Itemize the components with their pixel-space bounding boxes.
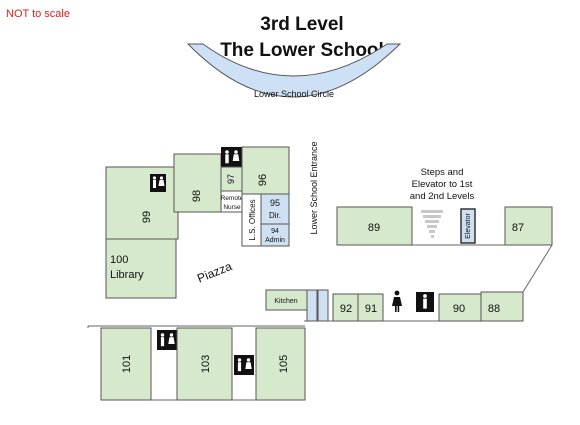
lower-school-circle (186, 43, 402, 98)
room-95 (260, 193, 290, 225)
room-96 (241, 146, 290, 195)
room-94-sublabel: Admin (265, 237, 285, 244)
female-restroom-icon (392, 290, 402, 312)
room-91-label: 91 (365, 303, 377, 315)
steps-label-line1: Steps and (421, 167, 464, 178)
room-98 (173, 153, 222, 213)
room-89 (336, 206, 413, 246)
room-101 (100, 327, 152, 401)
room-98-label: 98 (191, 190, 203, 202)
room-95-sublabel: Dir. (269, 211, 281, 220)
room-88-label: 88 (488, 303, 500, 315)
room-105 (255, 327, 306, 401)
room-87 (504, 206, 553, 246)
page-title: 3rd Level (260, 14, 343, 35)
kitchen-label: Kitchen (274, 298, 297, 305)
room-100 (105, 238, 177, 299)
room-103 (176, 327, 233, 401)
not-to-scale-notice: NOT to scale (6, 8, 70, 20)
lower-school-entrance-label: Lower School Entrance (309, 141, 319, 234)
remote-nurse-label-line2: Nurse (223, 204, 241, 211)
room-100-sublabel: Library (110, 269, 144, 281)
ls-offices-label: L.S. Offices (248, 199, 257, 240)
room-99-label: 99 (141, 211, 153, 223)
room-105-label: 105 (278, 355, 290, 373)
room-92 (332, 293, 359, 322)
steps-label-line2: Elevator to 1st (412, 179, 473, 190)
stairs-icon (421, 210, 443, 238)
room-103-label: 103 (200, 355, 212, 373)
steps-label-line3: and 2nd Levels (410, 191, 475, 202)
page-subtitle: The Lower School (220, 40, 384, 61)
room-95-label: 95 (270, 198, 280, 208)
room-89-label: 89 (368, 222, 380, 234)
passage-door (306, 289, 318, 322)
passage-door (317, 289, 329, 322)
room-96-label: 96 (257, 174, 269, 186)
elevator-label: Elevator (465, 212, 472, 238)
piazza-label: Piazza (195, 259, 234, 286)
room-100-label: 100 (110, 254, 128, 266)
elevator (460, 208, 476, 244)
room-97-label: 97 (226, 174, 236, 184)
room-92-label: 92 (340, 303, 352, 315)
room-90 (438, 293, 482, 322)
room-90-label: 90 (453, 303, 465, 315)
room-94-label: 94 (271, 228, 279, 235)
room-87-label: 87 (512, 222, 524, 234)
room-88 (480, 291, 524, 322)
room-99 (105, 166, 179, 240)
room-91 (357, 293, 384, 322)
room-101-label: 101 (121, 355, 133, 373)
remote-nurse-label-line1: Remote (221, 195, 244, 202)
restroom-icon (221, 147, 242, 167)
lower-school-circle-label: Lower School Circle (254, 89, 334, 99)
room-94 (260, 223, 290, 247)
